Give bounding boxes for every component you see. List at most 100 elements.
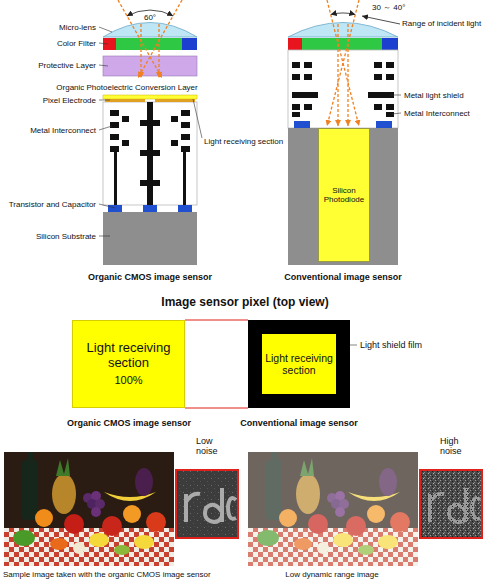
- zoom-line: [185, 320, 248, 408]
- pointer-arrow: [362, 16, 400, 24]
- angle-arc: [331, 13, 356, 15]
- conventional-sensor-section: [294, 121, 310, 128]
- organic-sensor-section: [171, 140, 178, 146]
- caption: Conventional image sensor: [284, 272, 402, 282]
- leader-line: [99, 100, 110, 101]
- organic-sensor-section: [171, 116, 178, 122]
- noise-inset: [176, 470, 238, 538]
- conventional-sensor-section: [292, 112, 300, 117]
- noise-inset: [176, 470, 238, 538]
- conventional-sensor-section: [302, 38, 382, 50]
- part-label: Pixel Electrode: [43, 96, 96, 105]
- organic-sensor-section: [143, 205, 157, 212]
- photodiode-box: Silicon Photodiode: [318, 128, 370, 262]
- organic-sensor-section: [110, 110, 119, 116]
- conventional-sensor-section: [374, 74, 382, 80]
- caption: Sample image taken with the organic CMOS…: [3, 570, 211, 579]
- organic-sensor-section: [178, 205, 192, 212]
- noise-inset: [186, 494, 200, 522]
- noise-inset: [176, 470, 238, 538]
- organic-sensor-section: [110, 134, 119, 140]
- conventional-sensor-section: [304, 62, 312, 68]
- organic-sensor-section: [122, 116, 129, 122]
- conventional-sensor-section: [374, 104, 382, 110]
- noise-inset: [420, 470, 482, 538]
- noise-inset: [420, 470, 482, 538]
- caption: Low dynamic range image: [285, 570, 378, 579]
- sample-photo: [4, 452, 174, 566]
- organic-sensor-section: [103, 38, 116, 50]
- leader-line: [193, 99, 202, 138]
- organic-sensor-section: [140, 180, 160, 186]
- noise-inset: [205, 488, 222, 522]
- conventional-sensor-section: [288, 23, 398, 38]
- box-label: Silicon Photodiode: [322, 186, 366, 204]
- organic-sensor-section: [181, 122, 190, 128]
- organic-sensor-section: [181, 110, 190, 116]
- box-value: 100%: [114, 374, 142, 387]
- organic-sensor-section: [103, 56, 197, 76]
- inset-label: High noise: [440, 436, 478, 457]
- conventional-sensor-section: [386, 104, 394, 110]
- conventional-sensor-section: [288, 128, 398, 265]
- conventional-sensor-section: [304, 104, 312, 110]
- conventional-sensor-section: [386, 74, 394, 80]
- organic-sensor-section: [182, 38, 197, 50]
- conventional-sensor-section: [288, 38, 302, 50]
- part-label: Light receiving section: [204, 137, 283, 146]
- incident-light: [158, 24, 159, 78]
- sample-photo: [248, 452, 418, 566]
- conventional-sensor-section: [382, 38, 398, 50]
- organic-sensor-section: [103, 23, 197, 38]
- organic-sensor-section: [183, 152, 186, 205]
- organic-sensor-section: [103, 23, 197, 266]
- leader-line: [99, 236, 110, 237]
- noise-inset: [420, 470, 482, 538]
- conventional-sensor-section: [288, 50, 398, 128]
- part-label: Light shield film: [360, 340, 422, 350]
- incident-light: [347, 24, 348, 126]
- incident-light: [327, 0, 359, 126]
- caption: Organic CMOS image sensor: [67, 418, 191, 428]
- incident-light: [327, 0, 359, 126]
- organic-sensor-section: [110, 146, 119, 152]
- conventional-sensor-section: [304, 74, 312, 80]
- leader-line: [99, 43, 108, 44]
- sample-photo: [248, 452, 418, 566]
- leader-line: [99, 27, 401, 345]
- light-shield-frame: [248, 320, 350, 408]
- part-label: Transistor and Capacitor: [9, 200, 96, 209]
- conventional-sensor-section: [292, 74, 300, 80]
- pixel-area-box: Light receiving section100%: [72, 320, 185, 408]
- organic-sensor-section: [181, 134, 190, 140]
- conventional-sensor-section: [288, 23, 398, 266]
- leader-line: [99, 126, 112, 130]
- part-label: Micro-lens: [59, 23, 96, 32]
- inset-label: Low noise: [196, 436, 230, 457]
- part-label: Organic Photoelectric Conversion Layer: [55, 83, 198, 92]
- part-label: Metal Interconnect: [30, 126, 96, 135]
- incident-light: [138, 0, 182, 78]
- noise-inset: [186, 488, 236, 522]
- caption: Organic CMOS image sensor: [88, 272, 212, 282]
- leader-line: [392, 113, 401, 114]
- leader-line: [99, 204, 115, 208]
- organic-sensor-section: [122, 140, 129, 146]
- part-label: Color Filter: [57, 39, 96, 48]
- angle-label: 60°: [143, 13, 157, 22]
- organic-sensor-section: [116, 38, 182, 50]
- conventional-sensor-section: [292, 92, 318, 98]
- zoom-line: [185, 320, 248, 321]
- incident-light: [118, 0, 182, 78]
- organic-sensor-section: [181, 146, 190, 152]
- organic-sensor-section: [114, 152, 117, 205]
- caption: Conventional image sensor: [240, 418, 358, 428]
- organic-sensor-section: [103, 95, 197, 99]
- noise-inset: [228, 498, 236, 519]
- organic-sensor-section: [108, 205, 122, 212]
- part-label: Range of incident light: [402, 19, 481, 28]
- incident-light: [118, 0, 162, 78]
- conventional-sensor-section: [292, 62, 300, 68]
- organic-sensor-section: [110, 102, 190, 205]
- conventional-sensor-section: [386, 112, 394, 117]
